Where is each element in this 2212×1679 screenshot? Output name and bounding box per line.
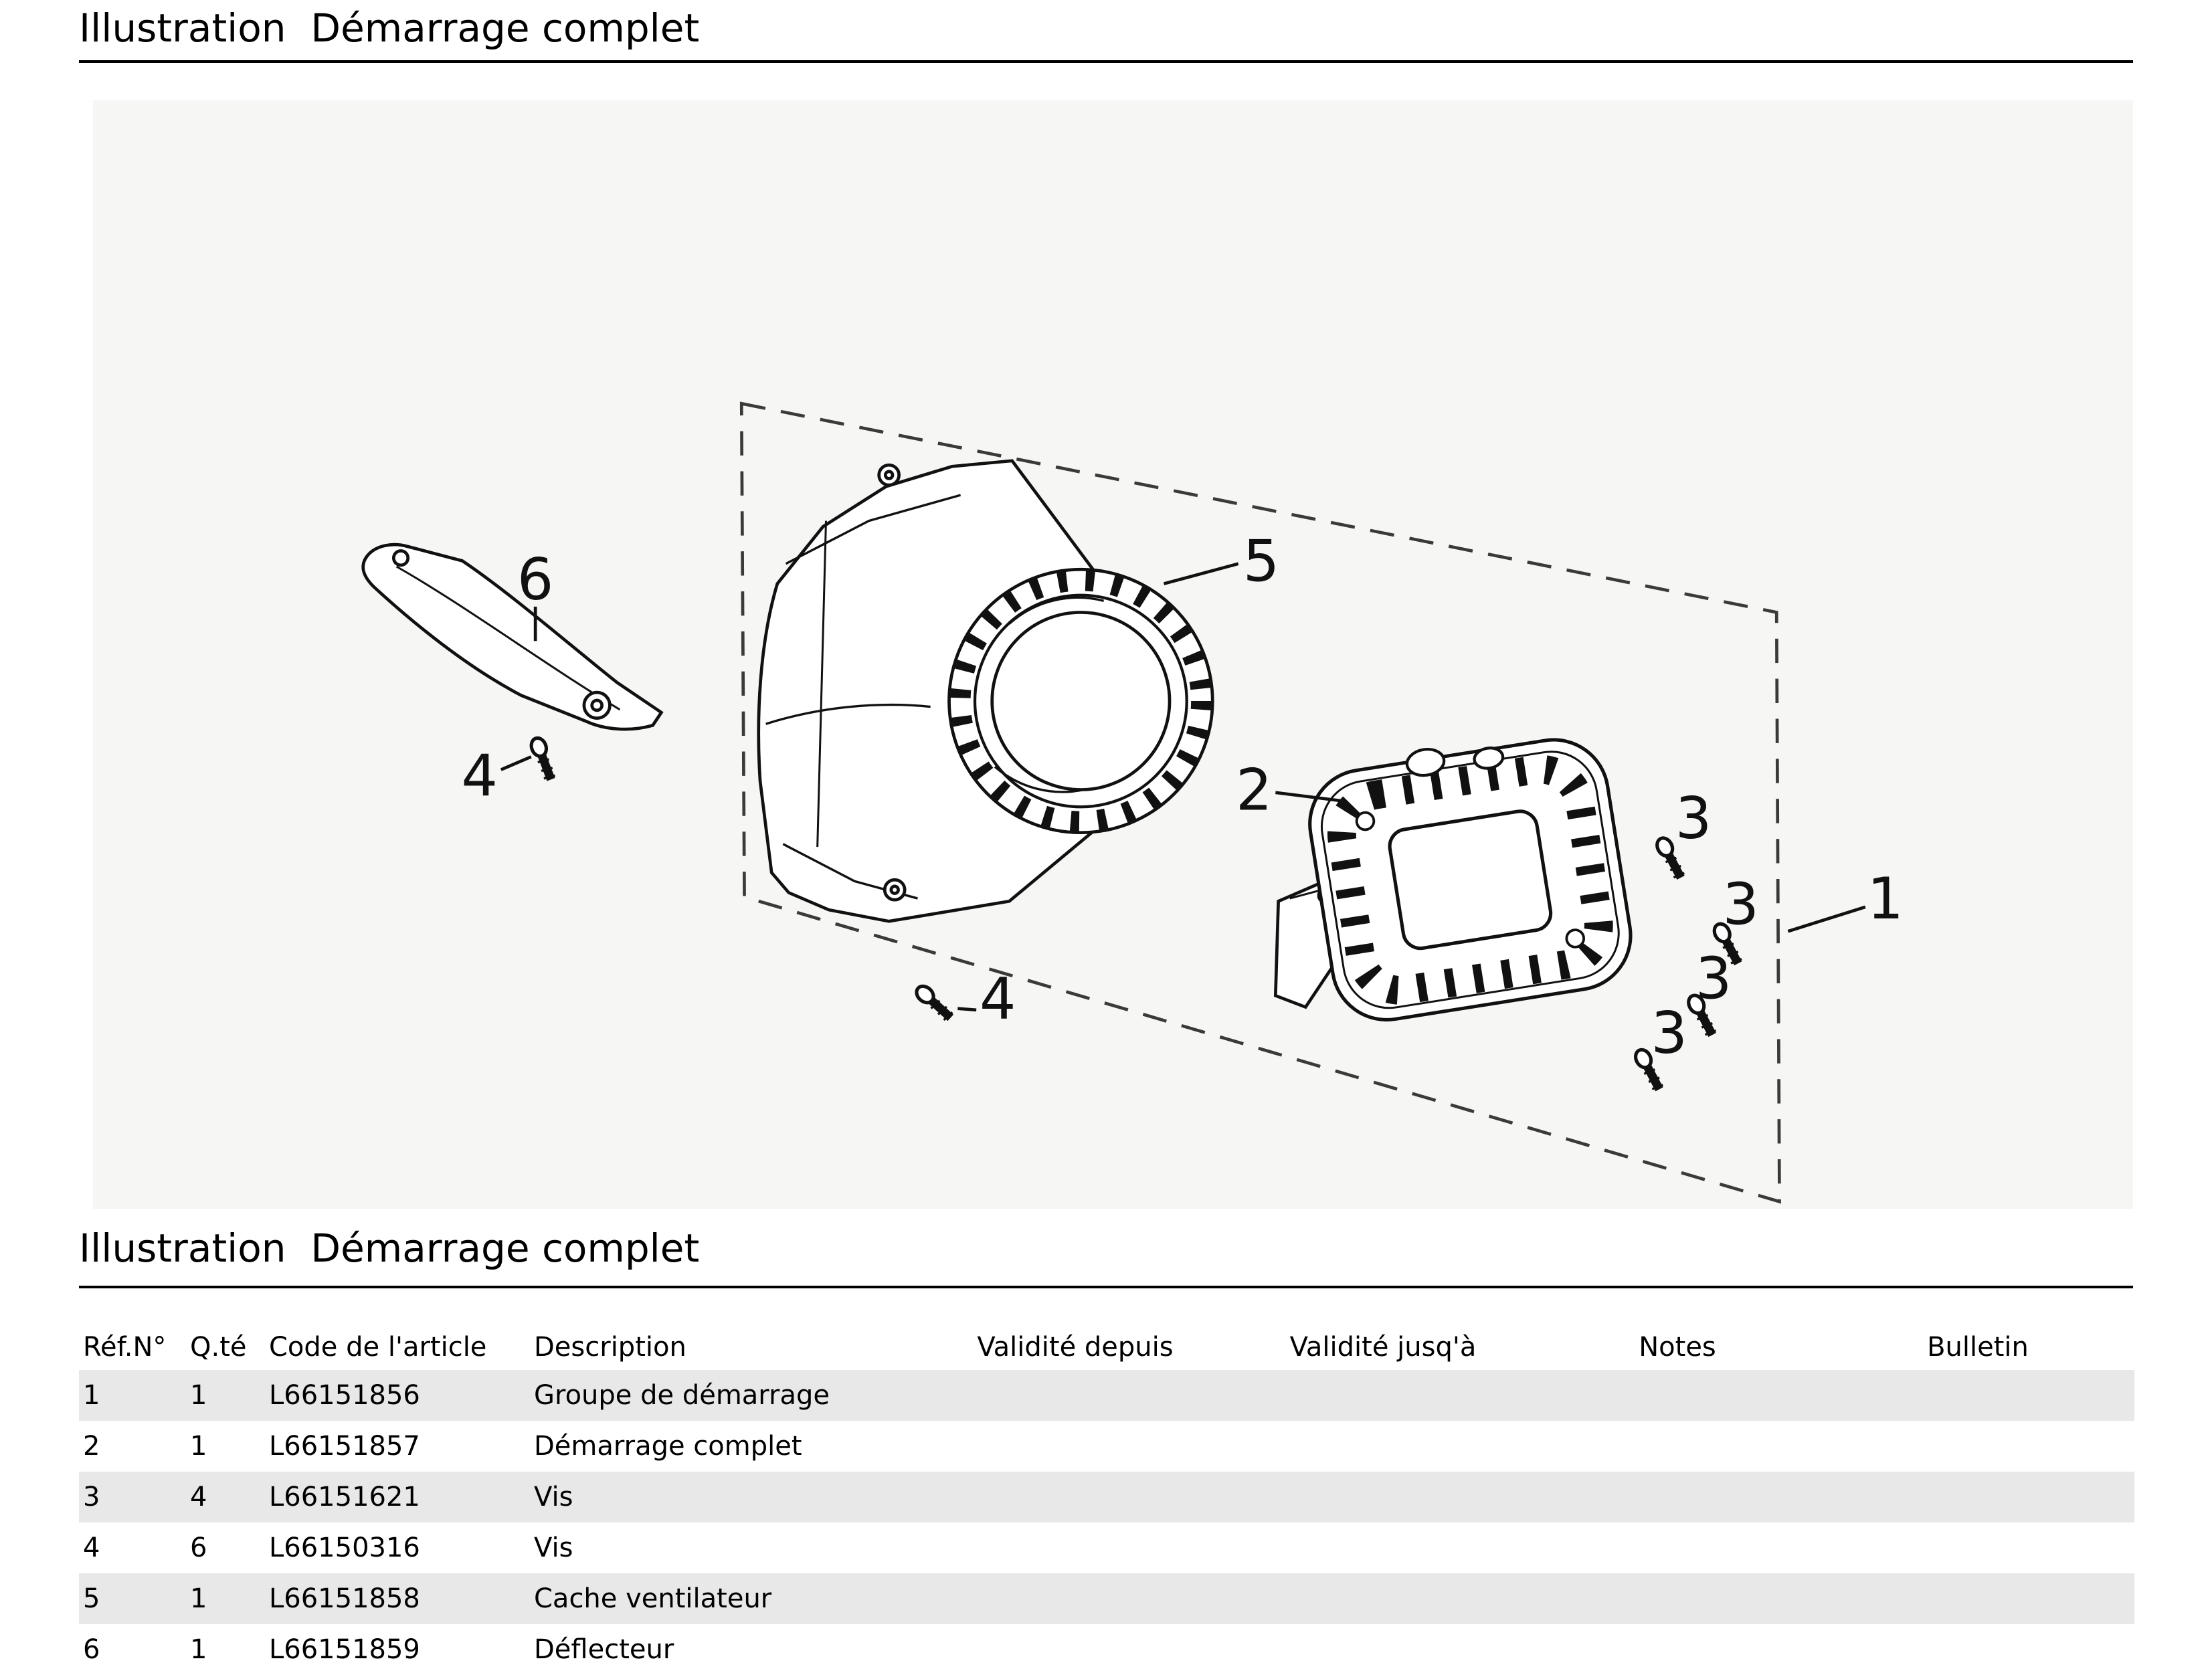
table-row: 4 6 L66150316 Vis	[79, 1522, 2134, 1573]
cell-qty: 1	[190, 1583, 207, 1614]
cell-qty: 1	[190, 1634, 207, 1665]
cell-code: L66151857	[269, 1431, 420, 1462]
illustration-panel: 6 4 5 2 3 3 3 3 1 4	[93, 100, 2133, 1209]
table-row: 2 1 L66151857 Démarrage complet	[79, 1421, 2134, 1472]
screw-icon	[909, 981, 958, 1022]
callout-label: 1	[1867, 866, 1904, 932]
assembly-boundary	[739, 401, 1781, 1204]
header-bulletin: Bulletin	[1927, 1332, 2029, 1363]
table-row: 5 1 L66151858 Cache ventilateur	[79, 1573, 2134, 1624]
cell-description: Vis	[534, 1482, 573, 1512]
cell-qty: 6	[190, 1533, 207, 1563]
cell-code: L66150316	[269, 1533, 420, 1563]
cell-description: Groupe de démarrage	[534, 1380, 830, 1411]
callout-label: 5	[1243, 528, 1279, 595]
leader-lines	[500, 562, 1866, 1012]
cell-qty: 1	[190, 1431, 207, 1462]
table-row: 1 1 L66151856 Groupe de démarrage	[79, 1370, 2134, 1421]
cell-description: Cache ventilateur	[534, 1583, 772, 1614]
fan-cover-part	[757, 459, 1214, 923]
table-row: 6 1 L66151859 Déflecteur	[79, 1624, 2134, 1675]
parts-table: Réf.N° Q.té Code de l'article Descriptio…	[79, 1324, 2134, 1675]
cell-ref: 6	[83, 1634, 100, 1665]
cell-ref: 4	[83, 1533, 100, 1563]
cell-description: Vis	[534, 1533, 573, 1563]
cell-ref: 5	[83, 1583, 100, 1614]
cell-code: L66151621	[269, 1482, 420, 1512]
header-ref: Réf.N°	[83, 1332, 167, 1363]
title-divider	[79, 60, 2133, 63]
table-row: 3 4 L66151621 Vis	[79, 1472, 2134, 1522]
cell-ref: 3	[83, 1482, 100, 1512]
header-notes: Notes	[1639, 1332, 1716, 1363]
table-header-row: Réf.N° Q.té Code de l'article Descriptio…	[79, 1324, 2134, 1370]
page-title: Illustration Démarrage complet	[79, 5, 700, 51]
cell-qty: 4	[190, 1482, 207, 1512]
callout-label: 3	[1675, 786, 1712, 852]
callout-label: 4	[980, 967, 1016, 1033]
header-description: Description	[534, 1332, 686, 1363]
callout-label: 6	[517, 547, 553, 613]
cell-code: L66151856	[269, 1380, 420, 1411]
screw-icon	[518, 732, 569, 783]
header-validity-from: Validité depuis	[977, 1332, 1174, 1363]
callout-label: 3	[1695, 947, 1732, 1013]
callout-label: 3	[1651, 1001, 1687, 1067]
cell-ref: 1	[83, 1380, 100, 1411]
callout-label: 2	[1236, 758, 1272, 824]
cell-code: L66151859	[269, 1634, 420, 1665]
callout-label: 4	[461, 743, 497, 809]
callout-label: 3	[1723, 872, 1759, 939]
cell-ref: 2	[83, 1431, 100, 1462]
section-divider	[79, 1286, 2133, 1288]
cell-description: Déflecteur	[534, 1634, 674, 1665]
header-validity-to: Validité jusq'à	[1289, 1332, 1477, 1363]
header-qty: Q.té	[190, 1332, 247, 1363]
section-title: Illustration Démarrage complet	[79, 1225, 700, 1271]
cell-qty: 1	[190, 1380, 207, 1411]
cell-description: Démarrage complet	[534, 1431, 802, 1462]
header-code: Code de l'article	[269, 1332, 487, 1363]
exploded-diagram: 6 4 5 2 3 3 3 3 1 4	[361, 401, 1904, 1204]
cell-code: L66151858	[269, 1583, 420, 1614]
starter-part	[1273, 738, 1633, 1022]
deflector-part	[361, 542, 664, 731]
